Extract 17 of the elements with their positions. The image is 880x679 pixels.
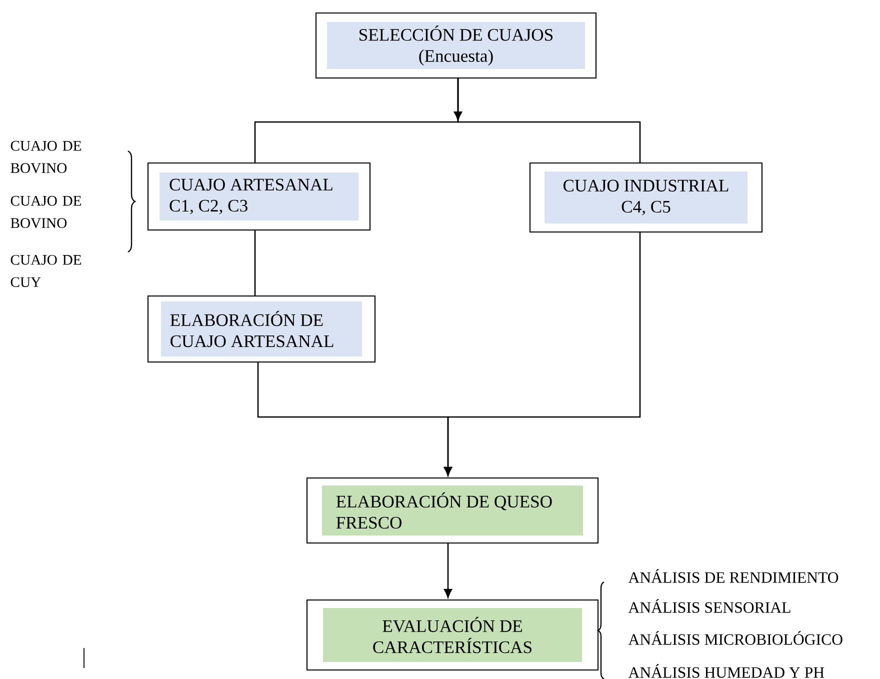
connector-line [444, 544, 452, 598]
process-box: SELECCIÓN DE CUAJOS (Encuesta) [315, 12, 597, 79]
side-label: CUAJO DE CUY [10, 254, 82, 288]
process-box: CUAJO INDUSTRIAL C4, C5 [529, 162, 763, 233]
process-box: ELABORACIÓN DE QUESO FRESCO [306, 477, 599, 544]
side-label: CUAJO DE BOVINO [10, 140, 82, 174]
side-label: ANÁLISIS DE RENDIMIENTO [628, 569, 838, 583]
connector-line [444, 232, 641, 476]
side-label: ANÁLISIS HUMEDAD Y PH [628, 664, 824, 678]
side-label: CUAJO DE BOVINO [10, 196, 82, 228]
process-box: ELABORACIÓN DE CUAJO ARTESANAL [147, 295, 376, 363]
connector-line [457, 78, 641, 162]
side-label: ANÁLISIS SENSORIAL [628, 599, 790, 613]
side-label: ANÁLISIS MICROBIOLÓGICO [628, 631, 842, 645]
process-box: EVALUACIÓN DE CARACTERÍSTICAS [306, 599, 599, 671]
connector-line [254, 230, 256, 296]
process-box: CUAJO ARTESANAL C1, C2, C3 [147, 162, 371, 231]
